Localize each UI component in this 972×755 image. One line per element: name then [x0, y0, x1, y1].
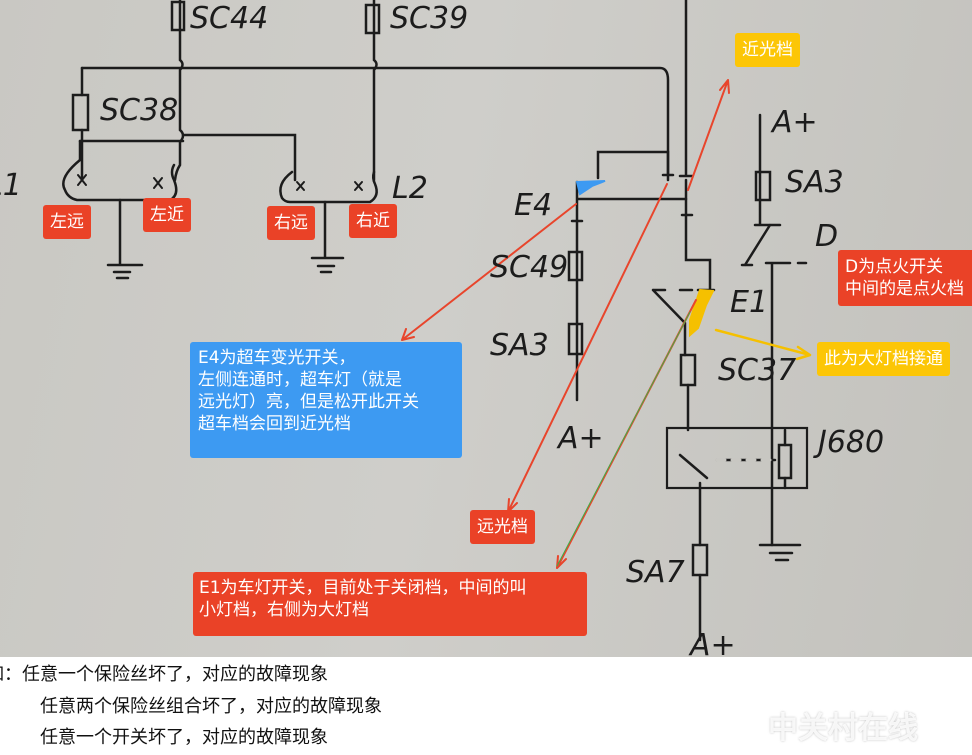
circuit-diagram: SC44 SC39 SC38 L1 L2 E4 SC49 SA3 A+ A+ S…	[0, 0, 884, 657]
tag-right-far: 右远	[267, 206, 315, 240]
wire	[740, 113, 808, 547]
annotation-arrows	[401, 79, 730, 569]
e4-note-line: 左侧连通时，超车灯（就是	[198, 370, 402, 390]
question-3: 任意一个开关坏了，对应的故障现象	[40, 727, 328, 748]
label-sc49: SC49	[490, 250, 568, 285]
tag-right-near: 右近	[349, 204, 397, 238]
watermark-logo: 中关村在线	[768, 711, 918, 746]
e4-note-line: 超车档会回到近光档	[198, 414, 351, 434]
e1-note-line: 小灯档，右侧为大灯档	[199, 600, 369, 620]
tag-headlight-on: 此为大灯档接通	[817, 342, 950, 376]
label-j680: J680	[813, 425, 884, 460]
ground-right	[758, 543, 802, 562]
label-sc39: SC39	[390, 1, 468, 36]
label-d: D	[815, 219, 838, 254]
fuse-sc44-symbol	[170, 0, 186, 32]
arrow-to-low-beam	[687, 79, 730, 191]
wire	[173, 0, 185, 182]
e4-note-line: 远光灯）亮，但是松开此开关	[198, 392, 419, 412]
fuse-sc37-symbol	[679, 353, 697, 387]
arrow-to-e4-note	[401, 203, 577, 341]
label-a-plus-right: A+	[770, 105, 818, 140]
e1-yellow-mark	[689, 288, 715, 338]
ground-l1	[106, 198, 144, 280]
tag-low-beam: 近光档	[735, 33, 800, 67]
question-2: 任意两个保险丝组合坏了，对应的故障现象	[40, 696, 382, 717]
tag-e4-note: E4为超车变光开关， 左侧连通时，超车灯（就是 远光灯）亮，但是松开此开关 超车…	[190, 342, 462, 458]
label-sc37: SC37	[718, 353, 796, 388]
fuse-sc39-symbol	[364, 3, 381, 35]
label-e4: E4	[514, 188, 552, 223]
label-l1: L1	[0, 168, 22, 203]
e1-note-line: E1为车灯开关，目前处于关闭档，中间的叫	[199, 578, 527, 598]
label-sa7: SA7	[626, 555, 685, 590]
tag-left-near: 左近	[143, 198, 191, 232]
tag-left-far: 左远	[43, 205, 91, 239]
label-l2: L2	[392, 171, 428, 206]
fuse-sa7-symbol	[691, 543, 709, 577]
lamp-l1-symbol	[62, 158, 178, 202]
question-1: 如：任意一个保险丝坏了，对应的故障现象	[0, 664, 328, 685]
label-sa3-left: SA3	[490, 328, 549, 363]
arrow-to-headlight-note	[714, 328, 812, 361]
wire	[684, 0, 712, 292]
wire	[575, 180, 688, 402]
wire	[78, 133, 297, 182]
e4-blue-mark	[575, 180, 606, 196]
fuse-sa3-right-symbol	[754, 170, 772, 202]
label-sc44: SC44	[190, 1, 268, 36]
tag-e1-note: E1为车灯开关，目前处于关闭档，中间的叫 小灯档，右侧为大灯档	[193, 572, 587, 636]
tag-high-beam: 远光档	[470, 510, 535, 544]
label-a-plus-bottom: A+	[688, 628, 736, 657]
fuse-sc49-symbol	[567, 250, 584, 282]
ignition-line-2: 中间的是点火档	[845, 279, 964, 299]
e4-note-line: E4为超车变光开关，	[198, 348, 356, 368]
lamp-l2-symbol	[279, 170, 378, 204]
relay-j680-symbol	[665, 426, 809, 490]
circuit-photo	[0, 0, 972, 657]
wire	[80, 66, 670, 182]
ignition-line-1: D为点火开关	[845, 257, 944, 277]
fuse-sa3-left-symbol	[567, 322, 584, 356]
label-e1: E1	[730, 285, 768, 320]
label-sc38: SC38	[100, 93, 178, 128]
fuse-sc38-symbol	[71, 93, 90, 132]
tag-ignition: D为点火开关 中间的是点火档	[838, 250, 972, 306]
wire	[372, 0, 378, 182]
wire	[596, 150, 670, 180]
label-a-plus-left: A+	[556, 421, 604, 456]
label-sa3-right: SA3	[785, 165, 844, 200]
ground-l2	[310, 200, 345, 274]
